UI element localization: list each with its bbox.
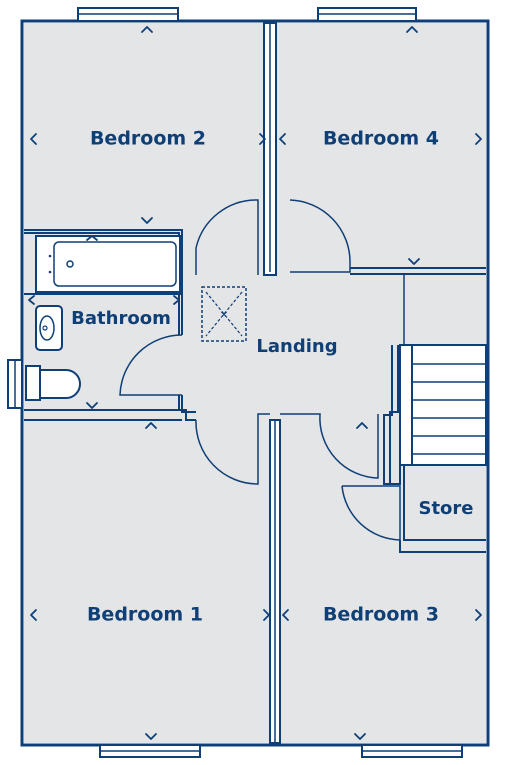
- window-icon: [361, 744, 463, 758]
- room-label-bathroom: Bathroom: [71, 308, 171, 329]
- room-label-bedroom-4: Bedroom 4: [323, 128, 439, 150]
- room-label-bedroom-1: Bedroom 1: [87, 604, 203, 626]
- partition-wall: [263, 22, 277, 276]
- bath-icon: [35, 235, 181, 293]
- loft-hatch-icon: ×: [201, 286, 247, 342]
- svg-text:×: ×: [219, 308, 228, 321]
- staircase-icon: [399, 344, 487, 466]
- window-icon: [317, 7, 417, 22]
- dimension-arrow-icon: [28, 26, 482, 740]
- door-swing-icon: [119, 334, 183, 396]
- window-icon: [7, 359, 23, 409]
- door-swing-icon: [195, 199, 259, 275]
- stair-wall: [383, 345, 401, 485]
- room-label-landing: Landing: [256, 336, 337, 357]
- store-wall: [399, 465, 486, 553]
- room-label-bedroom-2: Bedroom 2: [90, 128, 206, 150]
- partition-wall: [269, 419, 281, 744]
- bathroom-wall: [178, 395, 196, 413]
- bedroom-4-wall: [350, 267, 486, 275]
- room-label-bedroom-3: Bedroom 3: [323, 604, 439, 626]
- window-icon: [99, 744, 201, 758]
- bathroom-bottom-wall: [24, 409, 196, 421]
- door-swing-icon: [341, 485, 401, 541]
- toilet-icon: [25, 365, 81, 401]
- door-swing-icon: [289, 199, 351, 273]
- sink-icon: [35, 305, 63, 351]
- door-swing-icon: [280, 413, 379, 479]
- room-label-store: Store: [418, 498, 473, 519]
- door-swing-icon: [195, 413, 270, 485]
- window-icon: [77, 7, 179, 22]
